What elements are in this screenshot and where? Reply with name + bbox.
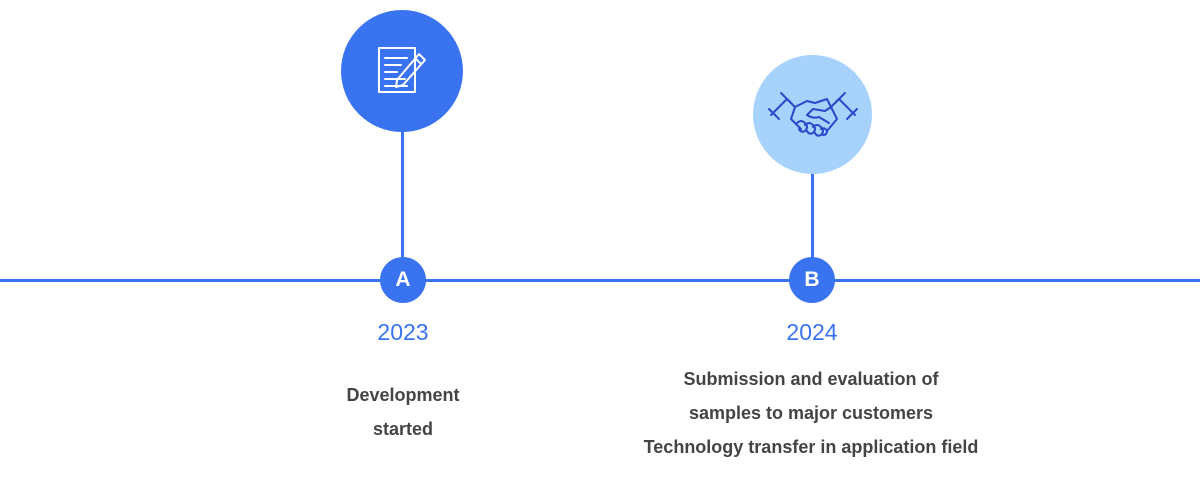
milestone-b-line-3: Technology transfer in application field bbox=[643, 437, 979, 457]
milestone-b-line-1: Submission and evaluation of bbox=[683, 369, 939, 389]
milestone-a-year: 2023 bbox=[377, 319, 429, 345]
milestone-b-icon-circle bbox=[753, 55, 872, 174]
milestone-a-marker: A bbox=[380, 257, 426, 303]
handshake-icon bbox=[767, 91, 858, 137]
milestone-b-description: Submission and evaluation of samples to … bbox=[601, 362, 1021, 464]
milestone-a-line-1: Development bbox=[346, 385, 460, 405]
document-edit-icon bbox=[378, 47, 426, 93]
milestone-b-stem bbox=[811, 170, 814, 280]
milestone-b-marker: B bbox=[789, 257, 835, 303]
milestone-a-description: Development started bbox=[193, 378, 613, 446]
timeline-line bbox=[0, 279, 1200, 282]
milestone-a-icon-circle bbox=[341, 10, 463, 132]
milestone-b-line-2: samples to major customers bbox=[688, 403, 934, 423]
milestone-a-stem bbox=[401, 130, 404, 280]
milestone-a-line-2: started bbox=[372, 419, 434, 439]
milestone-b-year: 2024 bbox=[786, 319, 838, 345]
